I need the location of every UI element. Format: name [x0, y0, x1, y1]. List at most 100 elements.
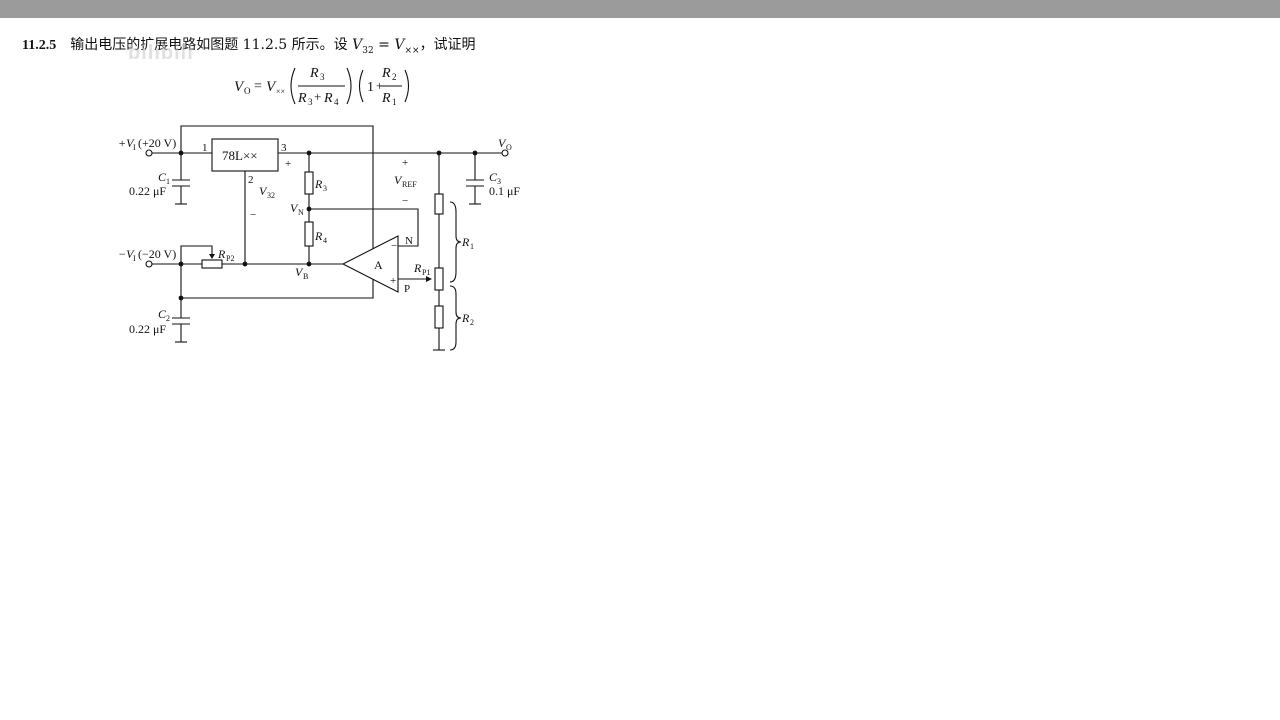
vb-sub: B [303, 272, 308, 281]
vin-neg-value: (−20 V) [138, 247, 176, 261]
formula-lhs-sub: O [244, 86, 251, 96]
frac1-num-sub: 3 [320, 72, 325, 82]
potentiometer-rp1 [434, 267, 444, 291]
problem-number: 11.2.5 [22, 38, 57, 53]
vin-neg-sub: I [133, 254, 136, 263]
r4-label: R [314, 229, 323, 243]
vo-label: V [498, 136, 507, 150]
frac1-den-a: R [297, 91, 307, 106]
opamp-plus-sign: + [390, 275, 396, 287]
c2-value: 0.22 μF [129, 322, 166, 336]
condition-rhs: V [394, 37, 405, 53]
svg-text:+: + [314, 89, 321, 104]
c2-label: C [158, 307, 167, 321]
potentiometer-rp2 [201, 259, 223, 269]
r1-sub: 1 [470, 242, 474, 251]
frac1-den-b: R [323, 91, 333, 106]
frac1-den-a-sub: 3 [308, 97, 313, 107]
vin-pos-label: +V [118, 136, 135, 150]
opamp-minus-sign: − [391, 240, 397, 252]
paren-close-2 [404, 69, 410, 103]
frac2-den-sub: 1 [392, 97, 397, 107]
c1-sub: 1 [166, 177, 170, 186]
paren-open-1 [290, 67, 296, 105]
watermark-logo: bilibili [128, 42, 194, 64]
pin3-label: 3 [281, 142, 287, 154]
vin-neg-label: −V [118, 247, 135, 261]
formula-lhs: V [234, 79, 245, 95]
r1-label: R [461, 235, 470, 249]
capacitor-c2 [172, 317, 190, 343]
frac2-num: R [381, 66, 391, 81]
svg-text:=: = [254, 79, 262, 94]
wires [152, 125, 502, 350]
c3-sub: 3 [497, 177, 501, 186]
vref-label: V [394, 173, 403, 187]
c3-value: 0.1 μF [489, 184, 520, 198]
formula: V O = V ×× R 3 R 3 + R 4 1 + R 2 R 1 [234, 66, 410, 107]
problem-text: 输出电压的扩展电路如图题 11.2.5 所示。设 [70, 37, 348, 53]
paren-close-1 [346, 67, 352, 105]
c1-value: 0.22 μF [129, 184, 166, 198]
rp1-sub: P1 [422, 268, 430, 277]
rp1-wiper-arrow [426, 276, 432, 282]
labels: +V I (+20 V) −V I (−20 V) C 1 0.22 μF C … [118, 136, 520, 336]
condition-lhs: V [352, 37, 363, 53]
vn-label: V [290, 201, 299, 215]
vin-neg-terminal [145, 260, 153, 268]
condition-lhs-sub: 32 [362, 45, 374, 56]
vin-pos-terminal [145, 149, 153, 157]
capacitor-c1 [172, 179, 190, 205]
condition-rhs-sub: ×× [404, 45, 420, 56]
svg-text:+: + [376, 78, 383, 93]
regulator-label: 78L×× [222, 148, 258, 163]
rp2-wiper-arrow [209, 254, 215, 259]
vo-sub: O [506, 143, 512, 152]
v32-label: V [259, 184, 268, 198]
paren-open-2 [358, 69, 364, 103]
brace-r1 [449, 201, 462, 283]
r2-sub: 2 [470, 318, 474, 327]
r4-sub: 4 [323, 236, 327, 245]
resistor-r2 [434, 305, 444, 329]
pin1-label: 1 [202, 142, 208, 154]
vin-pos-value: (+20 V) [138, 136, 176, 150]
rp1-label: R [413, 261, 422, 275]
vn-sub: N [298, 208, 304, 217]
v32-minus: − [250, 209, 256, 221]
r3-sub: 3 [323, 184, 327, 193]
vin-pos-sub: I [133, 143, 136, 152]
brace-r2 [449, 285, 462, 351]
vref-sub: REF [402, 180, 417, 189]
opamp-p-label: P [404, 283, 410, 295]
resistor-r4 [304, 221, 314, 247]
c1-label: C [158, 170, 167, 184]
v32-plus: + [285, 158, 291, 170]
v32-sub: 32 [267, 191, 275, 200]
vref-plus: + [402, 157, 408, 169]
resistor-r3 [304, 171, 314, 195]
opamp-label: A [374, 258, 383, 272]
regulator-ic [211, 138, 279, 172]
top-bar [0, 0, 1280, 18]
frac1-num: R [309, 66, 319, 81]
vb-label: V [295, 265, 304, 279]
junction-dots [178, 150, 478, 301]
opamp-n-label: N [405, 235, 413, 247]
formula-one: 1 [367, 80, 374, 95]
pin2-label: 2 [248, 174, 254, 186]
r2-label: R [461, 311, 470, 325]
formula-coef: V [266, 79, 277, 95]
rp2-sub: P2 [226, 254, 234, 263]
opamp-a [341, 235, 399, 293]
c2-sub: 2 [166, 314, 170, 323]
frac2-num-sub: 2 [392, 72, 397, 82]
capacitor-c3 [466, 179, 484, 205]
frac1-den-b-sub: 4 [334, 97, 339, 107]
resistor-r1 [434, 193, 444, 215]
vo-terminal [501, 149, 509, 157]
problem-suffix: ，试证明 [419, 37, 476, 53]
condition-eq: = [378, 37, 390, 53]
